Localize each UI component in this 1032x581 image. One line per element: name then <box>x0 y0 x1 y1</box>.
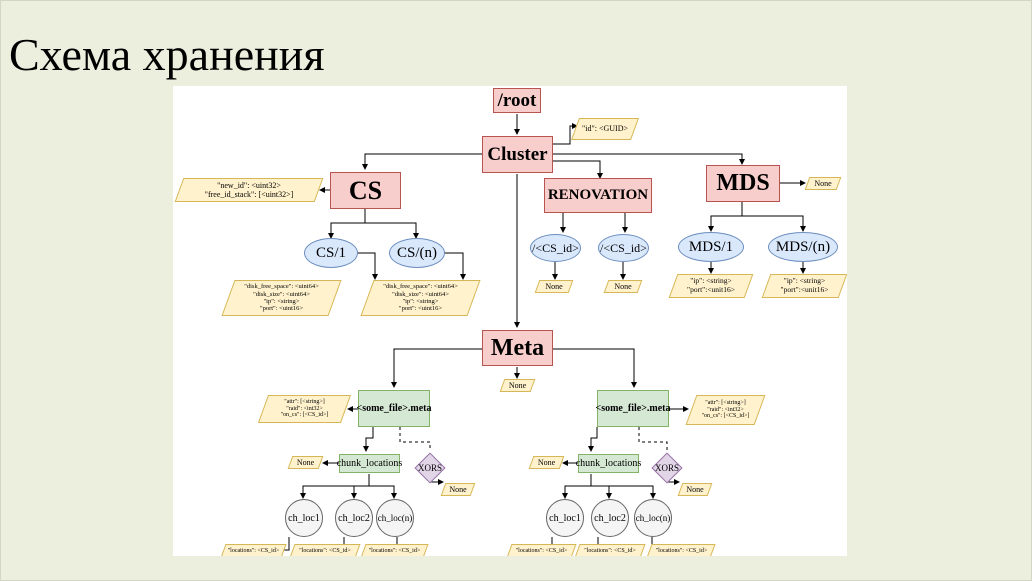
mds-attr-line: "port":<unit16> <box>687 285 735 294</box>
chunk-locations-node-left: chunk_locations <box>337 454 402 473</box>
cs-node: CS <box>330 172 401 209</box>
xors-none-text-right: None <box>686 484 704 494</box>
renovation-value-text-1: None <box>545 281 563 291</box>
cs-node-attr-line: "ip": <string> <box>402 298 439 305</box>
xors-label-right: XORS <box>654 462 679 473</box>
file-attr-line: "on_cs": [<CS_id>] <box>280 412 329 419</box>
chunk-location-node: ch_loc1 <box>546 499 584 537</box>
mds-attr-line: "ip": <string> <box>690 276 732 286</box>
file-attr-line: "attr": [<string>] <box>705 399 746 406</box>
file-attrs-text-right: "attr": [<string>] "raid": <int32> "on_c… <box>691 395 760 425</box>
renovation-cs-id-node-2: /<CS_id> <box>598 234 649 262</box>
slide-title: Схема хранения <box>9 29 325 80</box>
cluster-id-text: "id": <GUID> <box>573 118 637 140</box>
storage-schema-diagram: /root Cluster CS RENOVATION MDS Meta CS/… <box>173 86 847 556</box>
cs1-node: CS/1 <box>304 238 358 268</box>
cs-attr-line: "free_id_stack": [<uint32>] <box>204 190 294 199</box>
cs-node-attr-line: "disk_size": <uint64> <box>392 290 449 298</box>
cs-node-attr-line: "port": <uint16> <box>398 305 443 313</box>
mds-node: MDS <box>706 165 780 202</box>
mdsn-attrs-text: "ip": <string> "port":<unit16> <box>766 274 843 298</box>
mds1-node: MDS/1 <box>678 232 744 262</box>
locations-text: "locations": <CS_id> <box>368 547 421 554</box>
locations-text: "locations": <CS_id> <box>655 547 708 554</box>
chunk-location-node: ch_loc1 <box>285 499 323 537</box>
renovation-value-text-2: None <box>614 281 632 291</box>
mdsn-node: MDS/(n) <box>768 232 838 262</box>
file-attr-line: "raid": <int32> <box>707 406 744 413</box>
cs1-attrs-text: "disk_free_space": <uint64> "disk_size":… <box>228 280 335 316</box>
cluster-id-line: "id": <GUID> <box>582 124 628 134</box>
chunk-location-node: ch_loc2 <box>335 499 373 537</box>
meta-node: Meta <box>482 330 553 366</box>
cs-node-attr-line: "disk_free_space": <uint64> <box>383 283 458 291</box>
renovation-node: RENOVATION <box>544 178 652 213</box>
file-attrs-text-left: "attr": [<string>] "raid": <int32> "on_c… <box>263 395 346 423</box>
chunk-location-node: ch_loc(n) <box>376 499 414 537</box>
meta-value-text: None <box>508 380 527 390</box>
cs-node-attr-line: "port": <uint16> <box>259 305 304 313</box>
locations-text: "locations": <CS_id> <box>515 547 568 554</box>
csn-node: CS/(n) <box>389 238 445 268</box>
mds-attr-line: "port":<unit16> <box>780 285 829 294</box>
cs-node-attr-line: "disk_free_space": <uint64> <box>244 283 319 291</box>
file-attr-line: "attr": [<string>] <box>284 398 325 405</box>
xors-label-left: XORS <box>417 462 442 473</box>
cs-attr-line: "new_id": <uint32> <box>217 180 281 190</box>
chunk-location-node: ch_loc(n) <box>634 499 672 537</box>
cs-attrs-text: "new_id": <uint32> "free_id_stack": [<ui… <box>179 178 319 202</box>
file-attr-line: "raid": <int32> <box>286 405 323 412</box>
cs-node-attr-line: "disk_size": <uint64> <box>253 290 310 298</box>
file-meta-node-left: <some_file>.meta <box>357 390 432 427</box>
file-meta-node-right: <some_file>.meta <box>596 390 671 427</box>
chunk-none-text-right: None <box>537 457 556 467</box>
locations-text: "locations": <CS_id> <box>584 547 636 554</box>
renovation-cs-id-node: /<CS_id> <box>530 234 581 262</box>
locations-text: "locations": <CS_id> <box>227 547 280 554</box>
xors-none-text-left: None <box>449 484 467 494</box>
chunk-location-node: ch_loc2 <box>591 499 629 537</box>
chunk-none-text-left: None <box>296 457 315 467</box>
csn-attrs-text: "disk_free_space": <uint64> "disk_size":… <box>367 280 474 316</box>
chunk-locations-node-right: chunk_locations <box>576 454 641 473</box>
file-attr-line: "on_cs": [<CS_id>] <box>701 413 750 420</box>
mds-attr-line: "ip": <string> <box>783 276 826 286</box>
cluster-node: Cluster <box>482 136 553 173</box>
root-node: /root <box>493 88 541 113</box>
mds1-attrs-text: "ip": <string> "port":<unit16> <box>673 274 749 298</box>
locations-text: "locations": <CS_id> <box>299 547 351 554</box>
mds-value-text: None <box>814 178 832 188</box>
cs-node-attr-line: "ip": <string> <box>263 298 300 305</box>
